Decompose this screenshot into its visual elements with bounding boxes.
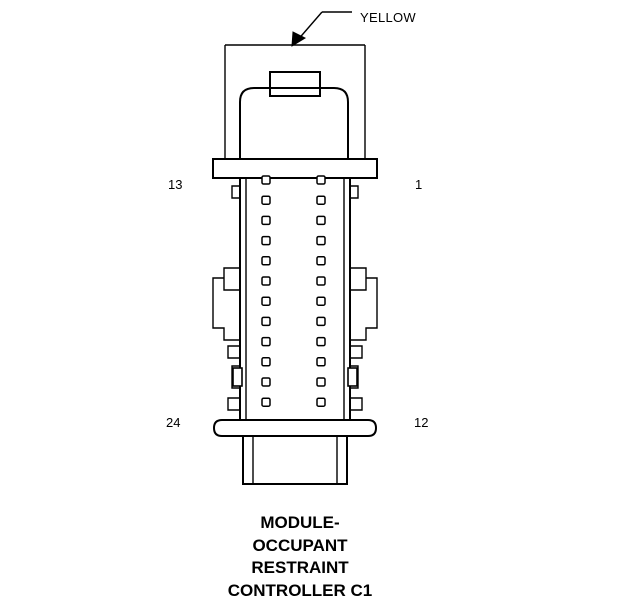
pin-cavity — [261, 195, 271, 205]
pin-cavity — [261, 235, 271, 246]
pin-cavity — [316, 276, 326, 286]
pin-cavity — [261, 296, 271, 306]
connector-latch — [239, 71, 349, 160]
connector-lower-plug — [242, 435, 348, 485]
wire-color-label: YELLOW — [360, 10, 416, 25]
title-line-3: RESTRAINT — [251, 558, 349, 577]
wire-color-leader — [291, 11, 352, 47]
pin-cavity — [261, 215, 271, 226]
pin-cavity — [316, 377, 326, 387]
pin-cavity — [316, 215, 326, 226]
pin-cavity — [316, 296, 326, 306]
pin-label-24: 24 — [166, 415, 180, 430]
pin-label-13: 13 — [168, 177, 182, 192]
pin-cavity — [261, 336, 271, 347]
title-line-4: CONTROLLER C1 — [228, 581, 373, 600]
title-line-1: MODULE- — [260, 513, 339, 532]
pin-cavity — [316, 397, 326, 407]
pin-label-12: 12 — [414, 415, 428, 430]
pin-cavity — [316, 235, 326, 246]
pin-cavity — [316, 336, 326, 347]
title-line-2: OCCUPANT — [252, 536, 348, 555]
connector-shell-top — [224, 44, 366, 160]
pin-cavity — [316, 316, 326, 327]
pin-cavity — [316, 357, 326, 367]
connector-bottom-flange — [212, 419, 378, 437]
pin-cavity — [261, 397, 271, 407]
pin-cavity — [316, 195, 326, 205]
pin-cavity — [261, 377, 271, 387]
arrow-head-icon — [291, 31, 307, 47]
pin-cavity — [261, 175, 271, 185]
connector-top-flange — [212, 158, 378, 179]
pin-label-1: 1 — [415, 177, 422, 192]
pin-cavity — [316, 256, 326, 266]
pin-cavity — [261, 276, 271, 286]
pin-cavity — [261, 316, 271, 327]
pin-cavity-grid — [261, 175, 326, 407]
connector-body — [212, 178, 378, 420]
pin-cavity — [316, 175, 326, 185]
connector-title: MODULE- OCCUPANT RESTRAINT CONTROLLER C1 — [228, 513, 373, 600]
pin-cavity — [261, 256, 271, 266]
pin-cavity — [261, 357, 271, 367]
